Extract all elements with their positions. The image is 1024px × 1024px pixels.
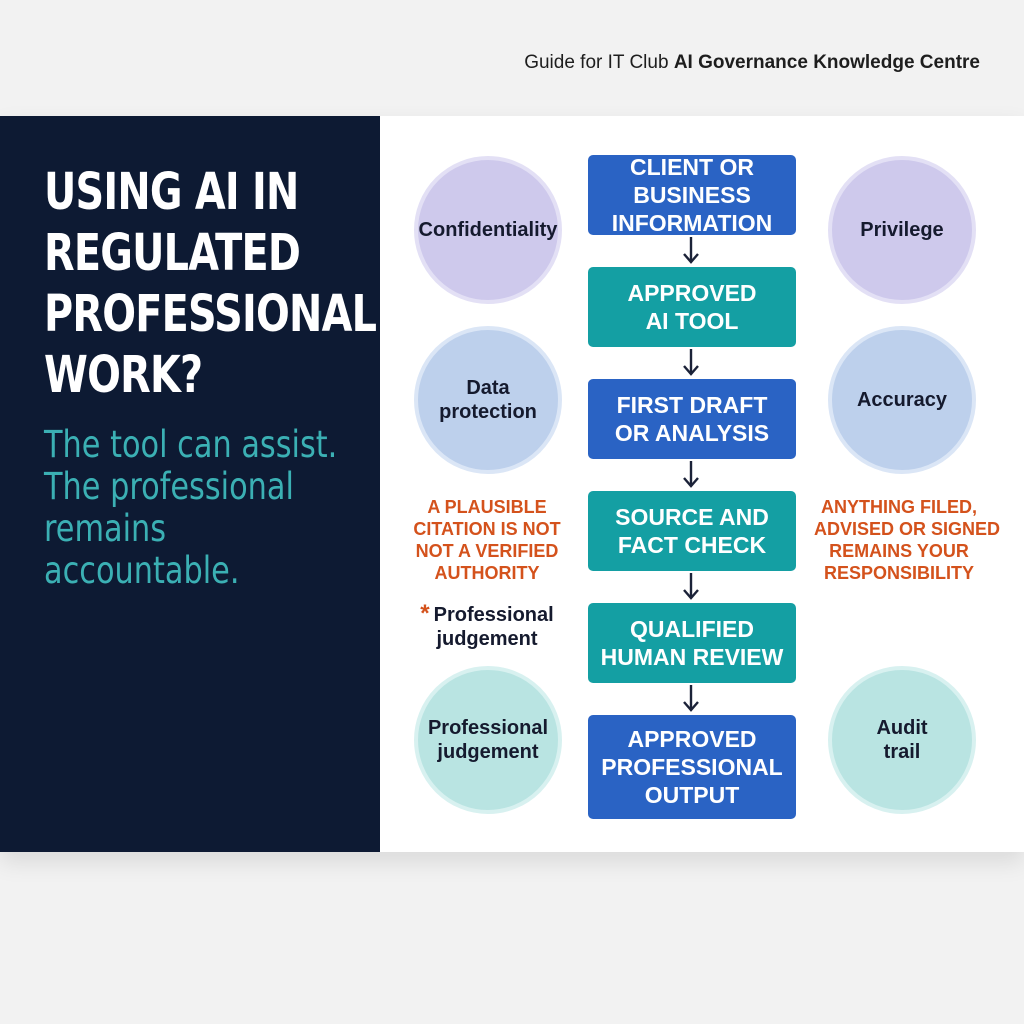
header-caption: Guide for IT Club AI Governance Knowledg… xyxy=(524,52,980,74)
arrow-down-icon xyxy=(683,461,699,488)
arrow-down-icon xyxy=(683,573,699,600)
circle-label: Professional xyxy=(427,717,549,739)
flow-step-human-review: QUALIFIED HUMAN REVIEW xyxy=(588,603,796,683)
circle-confidentiality: Confidentiality xyxy=(414,156,562,304)
warning-line: A PLAUSIBLE xyxy=(427,497,547,517)
circle-accuracy: Accuracy xyxy=(828,326,976,474)
flow-step-approved-ai-tool: APPROVED AI TOOL xyxy=(588,267,796,347)
flow-step-text: CLIENT OR BUSINESS xyxy=(630,154,754,208)
arrow-down-icon xyxy=(683,685,699,712)
asterisk-icon: * xyxy=(420,600,430,627)
flow-step-text: AI TOOL xyxy=(645,308,739,334)
flow-step-client-information: CLIENT OR BUSINESS INFORMATION xyxy=(588,154,796,236)
note-line: judgement xyxy=(436,628,538,650)
circle-label: judgement xyxy=(437,741,539,763)
warning-line: ANYTHING FILED, xyxy=(821,497,977,517)
flow-step-text: QUALIFIED xyxy=(630,616,754,642)
warning-line: REMAINS YOUR xyxy=(829,541,969,561)
subtitle-line: The tool can assist. xyxy=(44,423,338,466)
subtitle-line: remains xyxy=(44,507,167,550)
flow-step-text: OR ANALYSIS xyxy=(614,420,770,446)
main-title: USING AI IN REGULATED PROFESSIONAL WORK? xyxy=(44,162,377,406)
flow-step-text: SOURCE AND xyxy=(615,504,769,530)
circle-label: Privilege xyxy=(860,219,944,241)
circle-data-protection: Data protection xyxy=(414,326,562,474)
warning-line: RESPONSIBILITY xyxy=(823,563,975,583)
flow-step-text: FIRST DRAFT xyxy=(616,392,768,418)
note-professional-judgement: *Professional judgement xyxy=(412,602,562,651)
warning-line: NOT A VERIFIED xyxy=(415,541,559,561)
arrow-down-icon xyxy=(683,237,699,264)
circle-audit-trail: Audit trail xyxy=(828,666,976,814)
header-brand: AI Governance Knowledge Centre xyxy=(673,52,980,73)
flow-step-text: APPROVED xyxy=(627,726,757,752)
flow-step-source-fact-check: SOURCE AND FACT CHECK xyxy=(588,491,796,571)
warning-line: CITATION IS NOT xyxy=(413,519,561,539)
warning-line: AUTHORITY xyxy=(434,563,540,583)
arrow-down-icon xyxy=(683,349,699,376)
title-line: WORK? xyxy=(44,346,203,405)
subtitle-line: The professional xyxy=(44,465,294,508)
left-panel xyxy=(0,116,380,852)
note-line: Professional xyxy=(433,604,554,626)
subtitle-line: accountable. xyxy=(44,549,240,592)
flow-step-text: PROFESSIONAL xyxy=(601,754,783,780)
flow-step-professional-output: APPROVED PROFESSIONAL OUTPUT xyxy=(588,715,796,819)
circle-label: Confidentiality xyxy=(418,219,558,241)
header-prefix: Guide for IT Club xyxy=(524,52,669,73)
circle-privilege: Privilege xyxy=(828,156,976,304)
subtitle: The tool can assist. The professional re… xyxy=(44,424,372,592)
flow-step-text: OUTPUT xyxy=(644,782,740,808)
title-line: PROFESSIONAL xyxy=(44,285,377,344)
flow-step-text: APPROVED xyxy=(627,280,757,306)
circle-label: trail xyxy=(883,741,921,763)
flow-step-text: INFORMATION xyxy=(611,210,773,236)
warning-responsibility: ANYTHING FILED, ADVISED OR SIGNED REMAIN… xyxy=(814,496,1001,584)
circle-label: Audit xyxy=(876,717,928,739)
flow-step-first-draft: FIRST DRAFT OR ANALYSIS xyxy=(588,379,796,459)
circle-label: Accuracy xyxy=(856,389,948,411)
circle-label: Data xyxy=(466,377,510,399)
title-line: USING AI IN xyxy=(44,163,299,222)
warning-line: ADVISED OR SIGNED xyxy=(814,519,1001,539)
warning-citation: A PLAUSIBLE CITATION IS NOT NOT A VERIFI… xyxy=(406,496,568,584)
title-line: REGULATED xyxy=(44,224,301,283)
flow-step-text: HUMAN REVIEW xyxy=(600,644,784,670)
flow-step-text: FACT CHECK xyxy=(617,532,767,558)
circle-label: protection xyxy=(439,401,537,423)
circle-professional-judgement: Professional judgement xyxy=(414,666,562,814)
